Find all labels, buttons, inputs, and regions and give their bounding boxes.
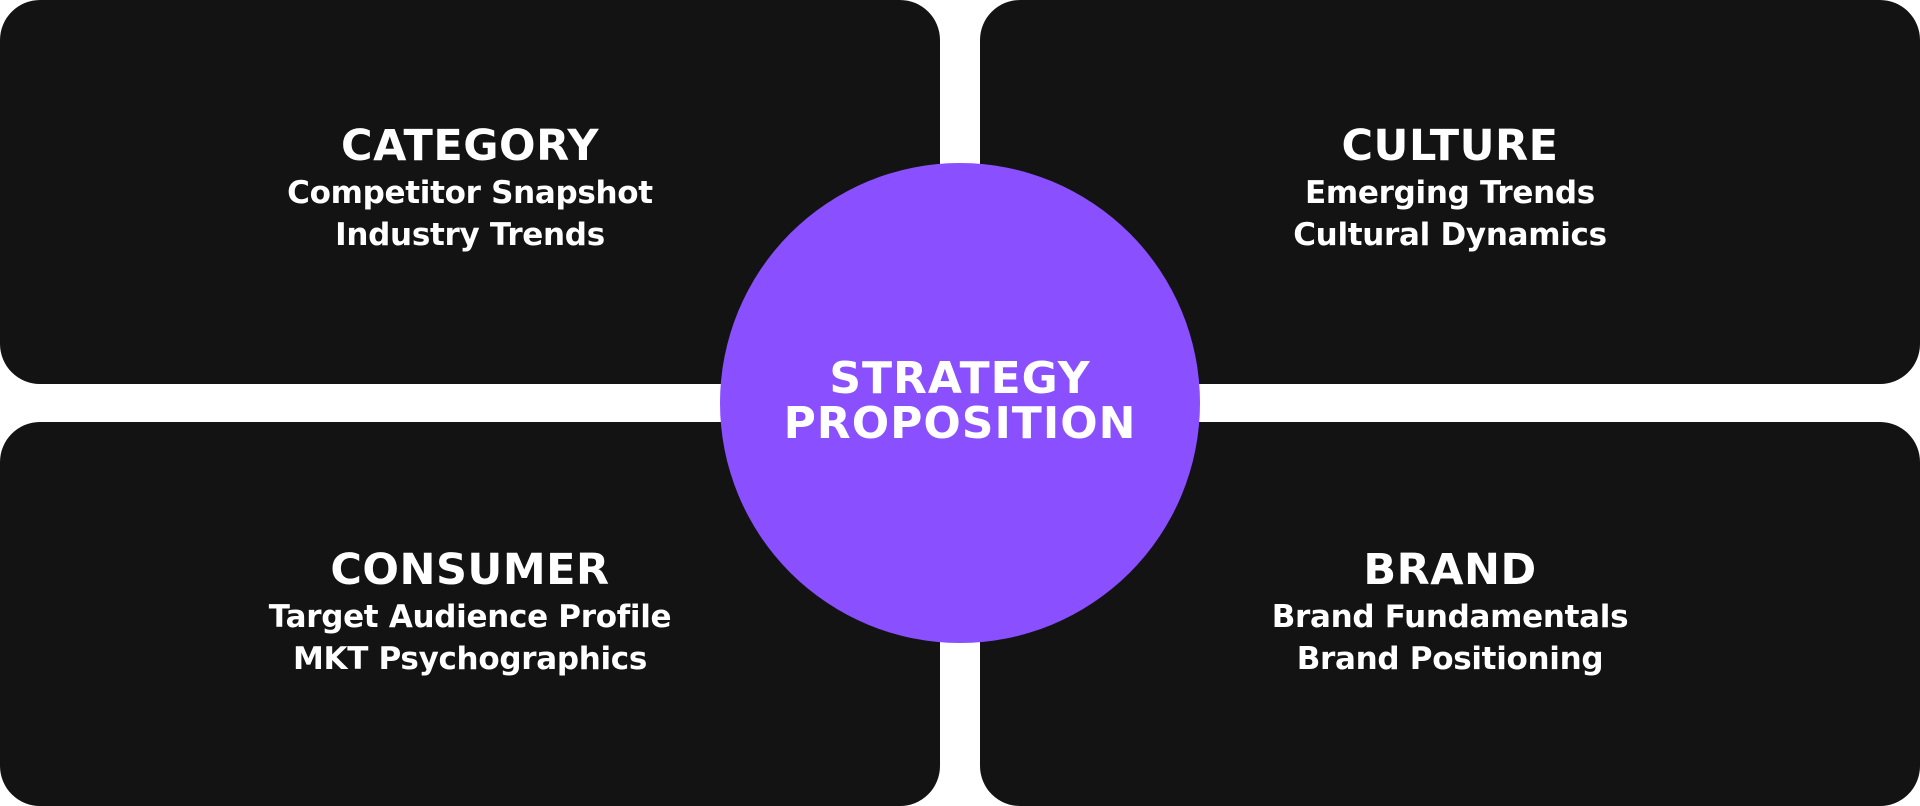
culture-title: CULTURE (1341, 121, 1559, 171)
culture-item-emerging-trends: Emerging Trends (1305, 175, 1595, 211)
category-item-competitor-snapshot: Competitor Snapshot (287, 175, 653, 211)
category-quadrant: CATEGORY Competitor Snapshot Industry Tr… (0, 0, 940, 384)
strategy-proposition-circle: STRATEGY PROPOSITION (720, 163, 1200, 643)
center-label-line-strategy: STRATEGY (829, 353, 1091, 404)
consumer-item-mkt-psychographics: MKT Psychographics (292, 641, 648, 677)
category-item-industry-trends: Industry Trends (335, 217, 605, 253)
center-label: STRATEGY PROPOSITION (720, 356, 1200, 446)
brand-title: BRAND (1363, 545, 1537, 595)
brand-quadrant: BRAND Brand Fundamentals Brand Positioni… (980, 422, 1920, 806)
center-label-line-proposition: PROPOSITION (783, 398, 1137, 449)
culture-text-block: CULTURE Emerging Trends Cultural Dynamic… (980, 120, 1920, 256)
brand-item-brand-fundamentals: Brand Fundamentals (1271, 599, 1629, 635)
category-title: CATEGORY (341, 121, 599, 171)
consumer-text-block: CONSUMER Target Audience Profile MKT Psy… (0, 544, 940, 680)
culture-item-cultural-dynamics: Cultural Dynamics (1293, 217, 1607, 253)
brand-item-brand-positioning: Brand Positioning (1296, 641, 1604, 677)
category-text-block: CATEGORY Competitor Snapshot Industry Tr… (0, 120, 940, 256)
consumer-title: CONSUMER (330, 545, 610, 595)
brand-text-block: BRAND Brand Fundamentals Brand Positioni… (980, 544, 1920, 680)
consumer-item-target-audience-profile: Target Audience Profile (268, 599, 672, 635)
